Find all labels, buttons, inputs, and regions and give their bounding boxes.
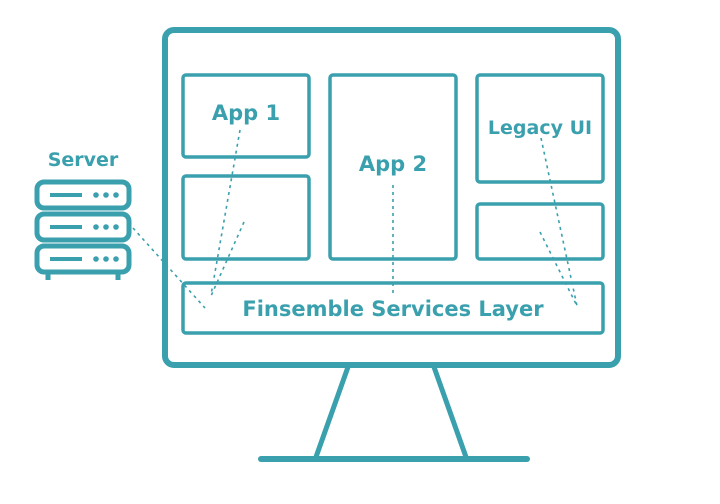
legacy-ui-secondary-window: [475, 202, 605, 261]
legacy-ui-label: Legacy UI: [488, 117, 592, 139]
app2-label: App 2: [359, 152, 427, 176]
app1-secondary-window: [181, 174, 311, 261]
connector-lines: [132, 129, 578, 309]
legacy-ui-window: [475, 73, 605, 184]
server-rack-unit: [34, 243, 132, 275]
app1-window: [181, 73, 311, 159]
app1-label: App 1: [212, 101, 280, 125]
monitor-stand: [313, 366, 469, 458]
server-label: Server: [48, 149, 119, 171]
app2-window: [328, 73, 458, 261]
services-layer-label: Finsemble Services Layer: [242, 297, 544, 321]
server-rack-unit: [34, 179, 132, 211]
monitor-icon: [162, 27, 621, 462]
server-rack-unit: [34, 211, 132, 243]
server-icon: [34, 179, 132, 280]
monitor-screen: [162, 27, 621, 368]
